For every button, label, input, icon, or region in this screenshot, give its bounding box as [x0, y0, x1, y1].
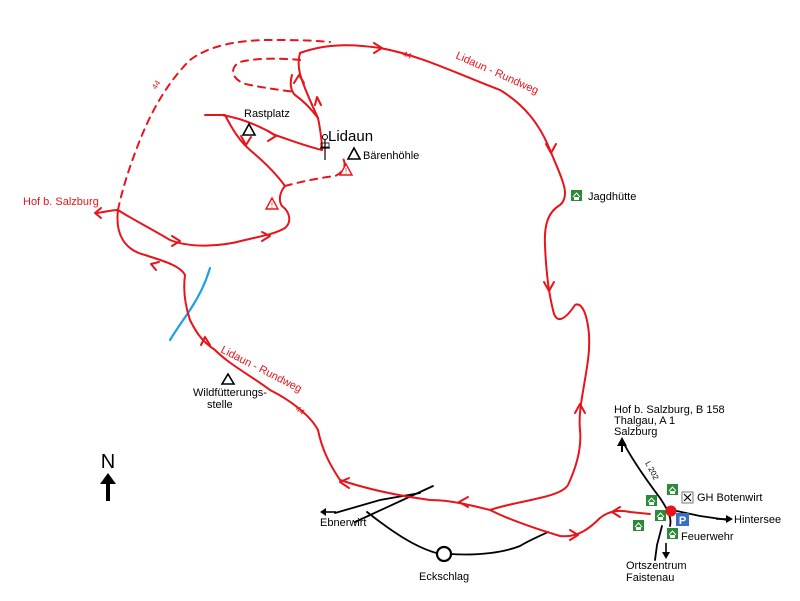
- dashed-trail-west: [117, 38, 331, 211]
- arrow-west-7: [240, 135, 252, 146]
- label-botenwirt: GH Botenwirt: [697, 492, 762, 504]
- arrow-rast: [267, 130, 277, 142]
- parking-icon: P: [676, 513, 689, 527]
- hut-icon: [655, 510, 666, 521]
- arrow-west-3: [150, 261, 160, 271]
- label-hof-left: Hof b. Salzburg: [23, 196, 99, 208]
- label-route-top: Lidaun - Rundweg: [454, 50, 540, 97]
- baerenhoehle-triangle-icon: [346, 146, 362, 160]
- start-point-marker: [665, 505, 677, 517]
- label-lidaun: Lidaun: [328, 128, 373, 145]
- hut-icon: [571, 190, 582, 201]
- svg-text:!: !: [345, 167, 347, 176]
- arrow-fork: [293, 74, 305, 84]
- label-ebnerwirt: Ebnerwirt: [320, 517, 366, 529]
- arrow-west-2: [200, 336, 211, 346]
- arrow-west-5: [261, 231, 271, 242]
- summit-cross-icon: [320, 134, 330, 160]
- label-dest-3: Salzburg: [614, 426, 657, 438]
- arrow-up-icon: [617, 437, 627, 452]
- trail-west-descent: [116, 209, 341, 481]
- north-arrow: N: [100, 451, 116, 501]
- hut-icon: [646, 495, 657, 506]
- arrow-east-2: [543, 281, 555, 292]
- label-jagdhuette: Jagdhütte: [588, 191, 636, 203]
- road-eckschlag: [366, 511, 441, 555]
- direction-arrows: [94, 42, 621, 541]
- arrow-west-4: [171, 235, 181, 247]
- warning-icon: !: [338, 162, 354, 176]
- svg-text:!: !: [271, 201, 273, 210]
- label-baerenhoehle: Bärenhöhle: [363, 150, 419, 162]
- label-ortszentrum-2: Faistenau: [626, 572, 674, 584]
- arrow-west-1: [339, 477, 350, 489]
- trail-bottom: [489, 509, 651, 538]
- arrow-bottom-3: [611, 506, 621, 518]
- parking-label: P: [679, 515, 686, 527]
- label-wildfuetterung-1: Wildfütterungs-: [193, 387, 267, 399]
- trail-bottom-left: [339, 479, 491, 511]
- arrow-top: [373, 42, 383, 54]
- restaurant-icon: [681, 491, 694, 504]
- trail-hof-branch: [96, 209, 119, 214]
- trail-west-upper: [117, 185, 291, 247]
- trail-route: [96, 44, 651, 538]
- north-label: N: [101, 451, 115, 473]
- dashed-trails: [117, 38, 346, 211]
- trail-lidaun-fork: [289, 74, 319, 119]
- trail-main-loop: [299, 44, 591, 511]
- trail-lidaun-climb: [297, 52, 323, 151]
- roads: [334, 439, 729, 561]
- road-eckschlag-east: [449, 531, 549, 556]
- labels: Lidaun Bärenhöhle Rastplatz Jagdhütte Wi…: [23, 49, 781, 584]
- arrow-west-6: [94, 207, 102, 219]
- arrow-right-icon: [716, 515, 733, 523]
- hut-icon: [633, 520, 644, 531]
- label-feuerwehr: Feuerwehr: [681, 531, 734, 543]
- arrow-bottom-1: [458, 496, 469, 508]
- eckschlag-marker: [435, 545, 453, 563]
- hut-icon: [667, 528, 678, 539]
- trail-rastplatz: [204, 114, 286, 187]
- rastplatz-triangle-icon: [241, 122, 257, 136]
- arrow-lidaun: [314, 96, 322, 106]
- label-wildfuetterung-2: stelle: [207, 399, 233, 411]
- arrow-east-3: [574, 403, 586, 414]
- arrow-east-1: [545, 143, 557, 154]
- arrow-down-icon: [662, 543, 670, 559]
- arrow-bottom-2: [569, 529, 579, 541]
- label-route-number-top: 44: [401, 49, 413, 61]
- label-dest-2: Thalgau, A 1: [614, 415, 675, 427]
- road-l202: [621, 439, 672, 527]
- road-ortszentrum: [654, 525, 663, 561]
- arrow-left-icon: [320, 508, 336, 516]
- dashed-trail-loop: [232, 57, 301, 93]
- warning-icon: !: [264, 196, 280, 210]
- road-arrows: [320, 437, 733, 559]
- stream: [168, 266, 212, 342]
- label-ortszentrum-1: Ortszentrum: [626, 560, 687, 572]
- hut-icon: [667, 484, 678, 495]
- dashed-trail-baerenhoehle: [284, 154, 346, 187]
- label-eckschlag: Eckschlag: [419, 571, 469, 583]
- symbols: ! !: [220, 122, 694, 563]
- road-ebnerwirt-cross: [354, 485, 434, 523]
- label-hintersee: Hintersee: [734, 514, 781, 526]
- label-rastplatz: Rastplatz: [244, 108, 290, 120]
- label-route-number-dashed: 44: [150, 78, 163, 91]
- road-ebnerwirt: [334, 492, 421, 514]
- wildfuetterung-triangle-icon: [220, 372, 236, 385]
- label-dest-1: Hof b. Salzburg, B 158: [614, 404, 725, 416]
